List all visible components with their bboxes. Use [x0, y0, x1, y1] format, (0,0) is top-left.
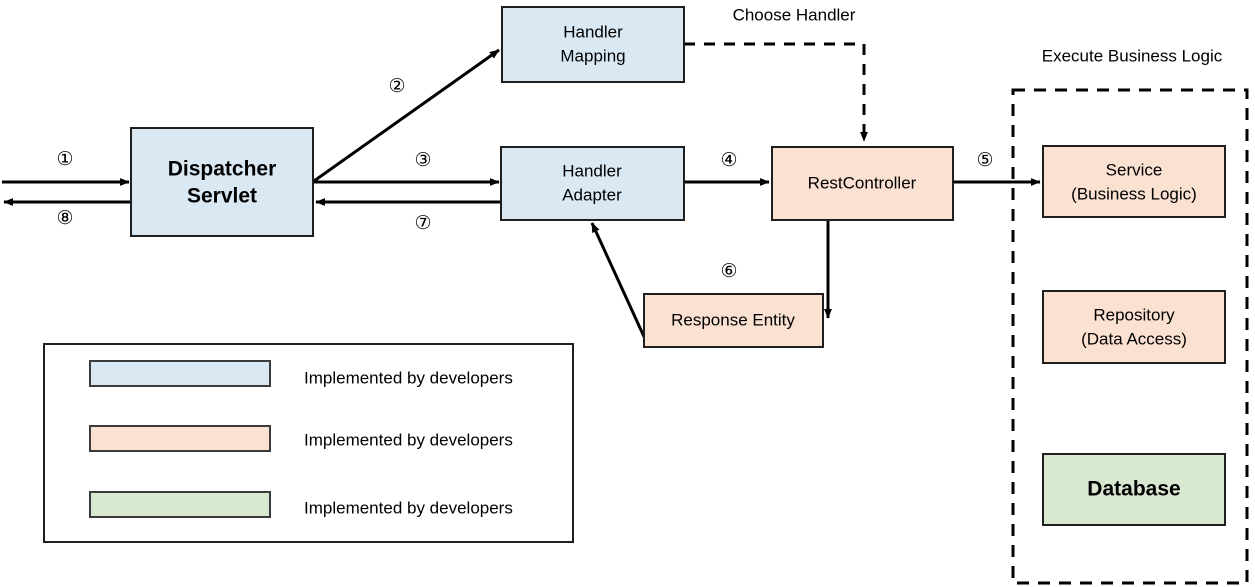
- arrow-step-6-response-entity-to-handler-adapter: [590, 222, 648, 342]
- step-number-3: ③: [414, 150, 431, 171]
- arrow-step-2-to-handler-mapping: [313, 48, 500, 183]
- legend-item-peach: Implemented by developers: [89, 425, 513, 452]
- repository-label-line1: Repository: [1093, 305, 1175, 324]
- legend-label-peach: Implemented by developers: [304, 430, 513, 449]
- step-number-1: ①: [56, 149, 73, 170]
- step-number-6: ⑥: [720, 261, 737, 282]
- node-service[interactable]: Service (Business Logic): [1042, 145, 1226, 218]
- service-label-line2: (Business Logic): [1071, 184, 1197, 203]
- database-box[interactable]: [1042, 453, 1226, 526]
- dispatcher-servlet-label-line1: Dispatcher: [168, 158, 277, 181]
- legend-swatch-peach: [89, 425, 271, 452]
- handler-mapping-label-line2: Mapping: [560, 46, 625, 65]
- handler-adapter-label-line1: Handler: [562, 161, 622, 180]
- dashed-arrow-choose-handler: [684, 42, 868, 142]
- execute-business-logic-container: [1011, 88, 1249, 585]
- repository-label-line2: (Data Access): [1081, 329, 1187, 348]
- dispatcher-servlet-label-line2: Servlet: [187, 185, 257, 208]
- handler-mapping-box[interactable]: [501, 6, 685, 83]
- legend-swatch-green: [89, 491, 271, 518]
- node-rest-controller[interactable]: RestController: [771, 146, 954, 221]
- execute-business-logic-label: Execute Business Logic: [1042, 46, 1223, 65]
- node-repository[interactable]: Repository (Data Access): [1042, 290, 1226, 364]
- legend-label-green: Implemented by developers: [304, 498, 513, 517]
- legend-item-green: Implemented by developers: [89, 491, 513, 518]
- handler-adapter-label-line2: Adapter: [562, 185, 622, 204]
- node-handler-mapping[interactable]: Handler Mapping: [501, 6, 685, 83]
- choose-handler-label: Choose Handler: [733, 5, 856, 24]
- response-entity-box[interactable]: [643, 293, 824, 348]
- legend-label-blue: Implemented by developers: [304, 368, 513, 387]
- legend-swatch-blue: [89, 360, 271, 387]
- step-number-2: ②: [388, 76, 405, 97]
- legend: Implemented by developers Implemented by…: [43, 343, 574, 543]
- step-number-5: ⑤: [976, 150, 993, 171]
- database-label: Database: [1087, 478, 1180, 501]
- handler-mapping-label-line1: Handler: [563, 22, 623, 41]
- node-database[interactable]: Database: [1042, 453, 1226, 526]
- repository-box[interactable]: [1042, 290, 1226, 364]
- service-label-line1: Service: [1106, 160, 1163, 179]
- handler-adapter-box[interactable]: [500, 146, 685, 221]
- legend-item-blue: Implemented by developers: [89, 360, 513, 387]
- rest-controller-label: RestController: [808, 173, 917, 192]
- response-entity-label: Response Entity: [671, 310, 795, 329]
- node-handler-adapter[interactable]: Handler Adapter: [500, 146, 685, 221]
- rest-controller-box[interactable]: [771, 146, 954, 221]
- step-number-7: ⑦: [414, 213, 431, 234]
- step-number-4: ④: [720, 150, 737, 171]
- node-dispatcher-servlet[interactable]: Dispatcher Servlet: [130, 127, 314, 237]
- node-response-entity[interactable]: Response Entity: [643, 293, 824, 348]
- step-number-8: ⑧: [56, 208, 73, 229]
- dispatcher-servlet-box[interactable]: [130, 127, 314, 237]
- service-box[interactable]: [1042, 145, 1226, 218]
